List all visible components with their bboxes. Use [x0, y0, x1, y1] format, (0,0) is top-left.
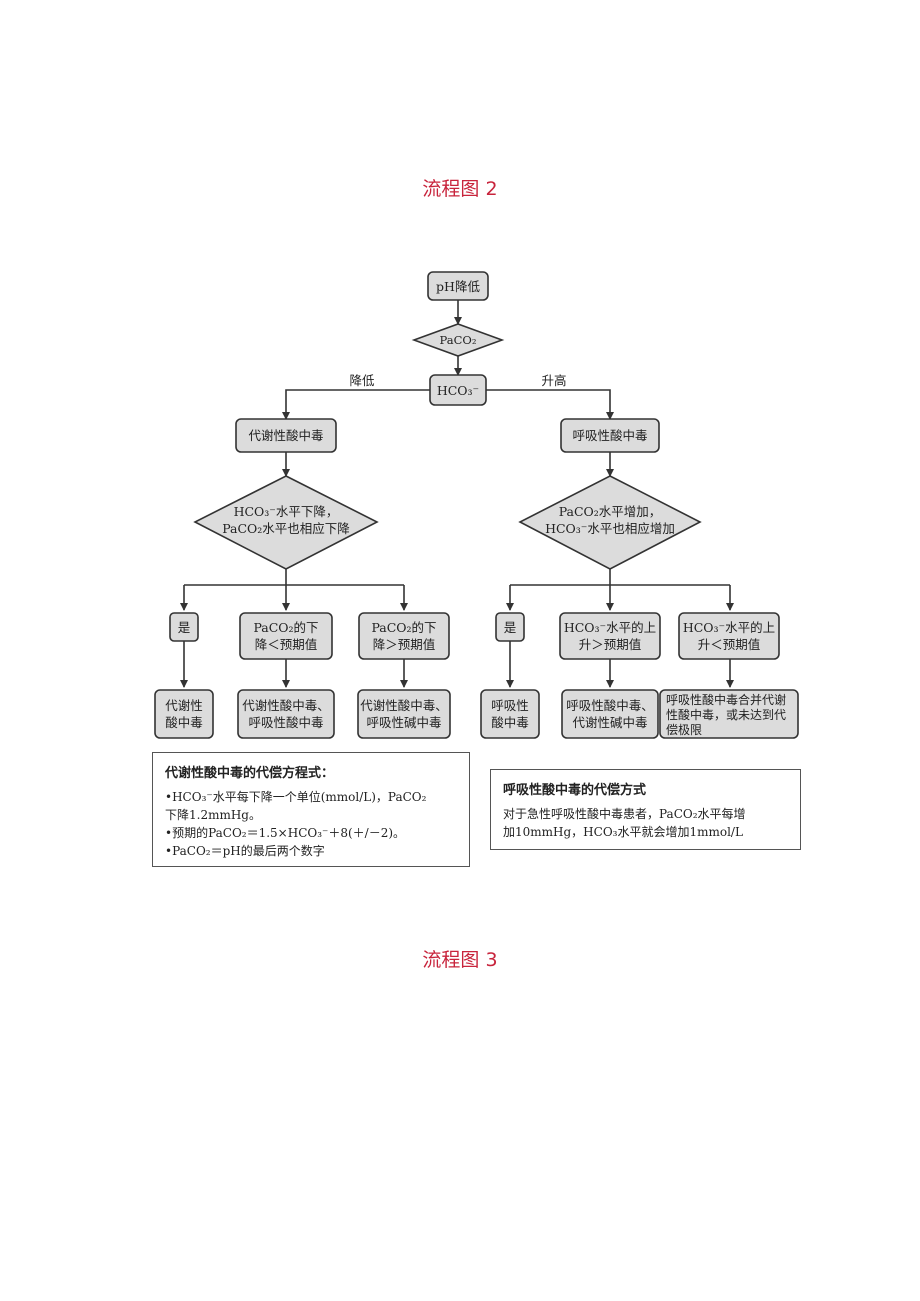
node-left-yes: 是 — [169, 612, 199, 642]
svg-text:呼吸性碱中毒: 呼吸性碱中毒 — [366, 715, 441, 730]
node-left-lower-than-expected: PaCO₂的下 降＜预期值 — [239, 612, 333, 660]
node-left-higher-than-expected: PaCO₂的下 降＞预期值 — [358, 612, 450, 660]
svg-text:PaCO₂: PaCO₂ — [440, 333, 477, 347]
svg-text:代谢性酸中毒、: 代谢性酸中毒、 — [242, 698, 330, 713]
svg-text:酸中毒: 酸中毒 — [491, 715, 529, 730]
decision-paco2: PaCO₂ — [411, 323, 505, 357]
flowchart-3-heading: 流程图 3 — [422, 949, 498, 971]
svg-text:呼吸性: 呼吸性 — [491, 698, 529, 713]
svg-text:代谢性碱中毒: 代谢性碱中毒 — [572, 715, 647, 730]
node-right-lower-than-expected: HCO₃⁻水平的上 升＜预期值 — [678, 612, 780, 660]
respiratory-compensation-panel: 呼吸性酸中毒的代偿方式 对于急性呼吸性酸中毒患者，PaCO₂水平每增 加10mm… — [490, 769, 801, 850]
svg-text:PaCO₂水平增加，: PaCO₂水平增加， — [559, 504, 662, 519]
svg-text:呼吸性酸中毒合并代谢: 呼吸性酸中毒合并代谢 — [666, 692, 786, 707]
svg-text:是: 是 — [178, 620, 191, 635]
node-right-higher-than-expected: HCO₃⁻水平的上 升＞预期值 — [559, 612, 661, 660]
branch-label-decrease: 降低 — [349, 373, 375, 388]
svg-text:pH降低: pH降低 — [436, 279, 480, 294]
svg-text:PaCO₂水平也相应下降: PaCO₂水平也相应下降 — [222, 521, 350, 536]
svg-text:HCO₃⁻: HCO₃⁻ — [437, 383, 479, 398]
node-metabolic-acidosis: 代谢性酸中毒 — [235, 418, 337, 453]
svg-text:PaCO₂的下: PaCO₂的下 — [371, 620, 436, 635]
svg-text:降＞预期值: 降＞预期值 — [373, 637, 436, 652]
node-right-yes: 是 — [495, 612, 525, 642]
svg-text:酸中毒: 酸中毒 — [165, 715, 203, 730]
panel-title: 代谢性酸中毒的代偿方程式： — [165, 766, 335, 781]
panel-line: •预期的PaCO₂＝1.5×HCO₃⁻＋8(＋/－2)。 — [165, 826, 406, 840]
svg-text:升＞预期值: 升＞预期值 — [579, 637, 642, 652]
outcome-respiratory-acidosis-metabolic-alkalosis: 呼吸性酸中毒、 代谢性碱中毒 — [561, 689, 659, 739]
svg-text:HCO₃⁻水平的上: HCO₃⁻水平的上 — [683, 620, 775, 635]
branch-label-increase: 升高 — [541, 373, 566, 388]
node-hco3: HCO₃⁻ — [429, 374, 487, 406]
panel-line: 加10mmHg，HCO₃水平就会增加1mmol/L — [503, 825, 743, 839]
flowchart-2-heading: 流程图 2 — [422, 178, 498, 200]
acidosis-flowchart: 降低 升高 pH降低 PaCO₂ HCO₃⁻ 代谢性酸中毒 呼吸性酸中毒 HCO… — [154, 271, 799, 739]
outcome-metabolic-acidosis: 代谢性 酸中毒 — [154, 689, 214, 739]
decision-respiratory-compensation: PaCO₂水平增加， HCO₃⁻水平也相应增加 — [518, 475, 702, 570]
outcome-respiratory-acidosis: 呼吸性 酸中毒 — [480, 689, 540, 739]
svg-text:HCO₃⁻水平下降，: HCO₃⁻水平下降， — [234, 504, 339, 519]
outcome-metabolic-acidosis-respiratory-alkalosis: 代谢性酸中毒、 呼吸性碱中毒 — [357, 689, 451, 739]
svg-text:PaCO₂的下: PaCO₂的下 — [253, 620, 318, 635]
panel-line: •HCO₃⁻水平每下降一个单位(mmol/L)，PaCO₂ — [165, 790, 427, 804]
svg-text:呼吸性酸中毒、: 呼吸性酸中毒、 — [566, 698, 654, 713]
node-respiratory-acidosis: 呼吸性酸中毒 — [560, 418, 660, 453]
outcome-combined-acidosis: 呼吸性酸中毒合并代谢 性酸中毒，或未达到代 偿极限 — [659, 689, 799, 739]
svg-text:是: 是 — [504, 620, 517, 635]
svg-text:升＜预期值: 升＜预期值 — [698, 637, 761, 652]
svg-text:代谢性酸中毒、: 代谢性酸中毒、 — [360, 698, 448, 713]
outcome-metabolic-plus-respiratory-acidosis: 代谢性酸中毒、 呼吸性酸中毒 — [237, 689, 335, 739]
panel-line: •PaCO₂＝pH的最后两个数字 — [165, 844, 325, 858]
svg-text:HCO₃⁻水平也相应增加: HCO₃⁻水平也相应增加 — [545, 521, 675, 536]
panel-title: 呼吸性酸中毒的代偿方式 — [503, 783, 647, 798]
metabolic-compensation-panel: 代谢性酸中毒的代偿方程式： •HCO₃⁻水平每下降一个单位(mmol/L)，Pa… — [152, 752, 470, 867]
svg-text:偿极限: 偿极限 — [666, 722, 702, 737]
svg-text:呼吸性酸中毒: 呼吸性酸中毒 — [572, 428, 647, 443]
svg-text:降＜预期值: 降＜预期值 — [255, 637, 318, 652]
panel-line: 对于急性呼吸性酸中毒患者，PaCO₂水平每增 — [503, 807, 746, 821]
node-ph-decrease: pH降低 — [427, 271, 489, 301]
decision-metabolic-compensation: HCO₃⁻水平下降， PaCO₂水平也相应下降 — [193, 475, 379, 570]
panel-line: 下降1.2mmHg。 — [165, 808, 261, 822]
svg-text:代谢性: 代谢性 — [165, 698, 203, 713]
svg-text:代谢性酸中毒: 代谢性酸中毒 — [248, 428, 323, 443]
svg-text:HCO₃⁻水平的上: HCO₃⁻水平的上 — [564, 620, 656, 635]
svg-text:性酸中毒，或未达到代: 性酸中毒，或未达到代 — [666, 707, 786, 722]
connectors — [180, 300, 734, 688]
svg-text:呼吸性酸中毒: 呼吸性酸中毒 — [248, 715, 323, 730]
